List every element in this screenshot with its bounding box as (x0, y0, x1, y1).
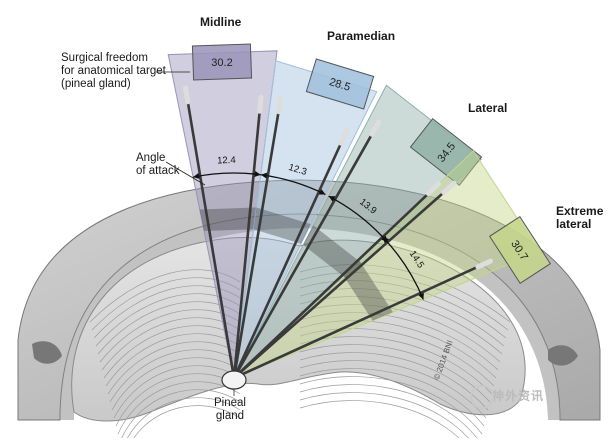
instrument-handle-extreme (441, 180, 457, 195)
folia-line (299, 352, 489, 411)
arc-arrowhead (193, 172, 200, 179)
folia-line (111, 357, 241, 411)
instrument-shaft-paramedian (236, 141, 343, 373)
instrument-handle-lateral (369, 119, 382, 137)
craniotomy-band-lateral (303, 225, 363, 279)
folia-line (299, 304, 501, 363)
folia-line (299, 392, 473, 443)
midline-label: Midline (200, 15, 242, 29)
folia-line (107, 341, 241, 395)
arc-arrowhead (260, 172, 268, 179)
arc-arrowhead (254, 170, 261, 177)
folia-line (299, 288, 505, 347)
craniotomy-band-midline (199, 207, 257, 232)
instrument-shaft-lateral (236, 133, 374, 373)
freedom-value-midline: 30.2 (211, 57, 232, 69)
right-notch (548, 345, 578, 366)
instrument-handle-paramedian (276, 95, 284, 115)
pineal-gland-label: Pineal gland (214, 397, 246, 422)
instrument-shaft-extreme (239, 265, 480, 376)
instrument-shaft-lateral (238, 192, 430, 374)
paramedian-label: Paramedian (327, 29, 396, 43)
lateral-label: Lateral (468, 101, 508, 115)
craniotomy-band-paramedian (253, 207, 311, 244)
folia-line (89, 269, 241, 323)
freedom-plane-lateral (409, 118, 483, 186)
folia-line (299, 384, 481, 443)
folia-line (105, 333, 241, 387)
folia-line (299, 328, 495, 387)
leader-line-angle (165, 161, 206, 186)
left-notch (32, 341, 62, 364)
surgical-instruments (182, 85, 494, 376)
folia-line (91, 277, 241, 331)
surgical-freedom-caption: Surgical freedom for anatomical target (… (61, 52, 166, 90)
folia-line (299, 312, 499, 371)
folia-line (299, 280, 507, 339)
angle-of-attack-caption: Angle of attack (136, 152, 180, 177)
folia-line (299, 264, 511, 323)
folia-line (119, 389, 241, 443)
folia-line (99, 309, 241, 363)
instrument-handle-lateral (425, 181, 442, 197)
watermark-text: 神外资讯 (492, 389, 545, 403)
instrument-handle-paramedian (338, 127, 350, 146)
folia-line (93, 285, 241, 339)
cerebellar-folia (89, 264, 511, 443)
instrument-shaft-extreme (238, 191, 446, 374)
arc-arrowhead (382, 236, 390, 244)
craniotomy-band-extreme (342, 259, 393, 321)
folia-line (299, 360, 487, 419)
instrument-handle-extreme (475, 258, 494, 270)
instrument-handle-midline (257, 94, 264, 114)
folia-line (109, 349, 241, 403)
arc-arrowhead (328, 196, 336, 202)
freedom-plane-midline (191, 43, 253, 81)
pineal-gland-target (221, 370, 247, 390)
angle-value-paramedian: 12.3 (287, 162, 308, 178)
instrument-shaft-paramedian (234, 110, 280, 372)
freedom-value-paramedian: 28.5 (328, 76, 352, 94)
folia-line (299, 368, 485, 427)
folia-line (299, 272, 509, 331)
folia-line (299, 344, 491, 403)
angle-value-midline: 12.4 (217, 155, 236, 167)
folia-line (299, 376, 483, 435)
folia-line (95, 293, 241, 347)
folia-line (97, 301, 241, 355)
instrument-handle-midline (182, 85, 191, 105)
instrument-shaft-midline (233, 109, 261, 372)
instrument-shaft-midline (186, 100, 234, 372)
folia-line (113, 365, 241, 419)
freedom-plane-extreme (488, 216, 552, 284)
arc-arrowhead (318, 189, 326, 195)
watermark-logo (470, 385, 494, 409)
folia-line (299, 320, 497, 379)
extreme-lateral-label: Extreme lateral (556, 204, 604, 231)
arc-arrowhead (418, 292, 424, 300)
folia-line (124, 397, 241, 443)
freedom-plane-paramedian (305, 58, 375, 110)
